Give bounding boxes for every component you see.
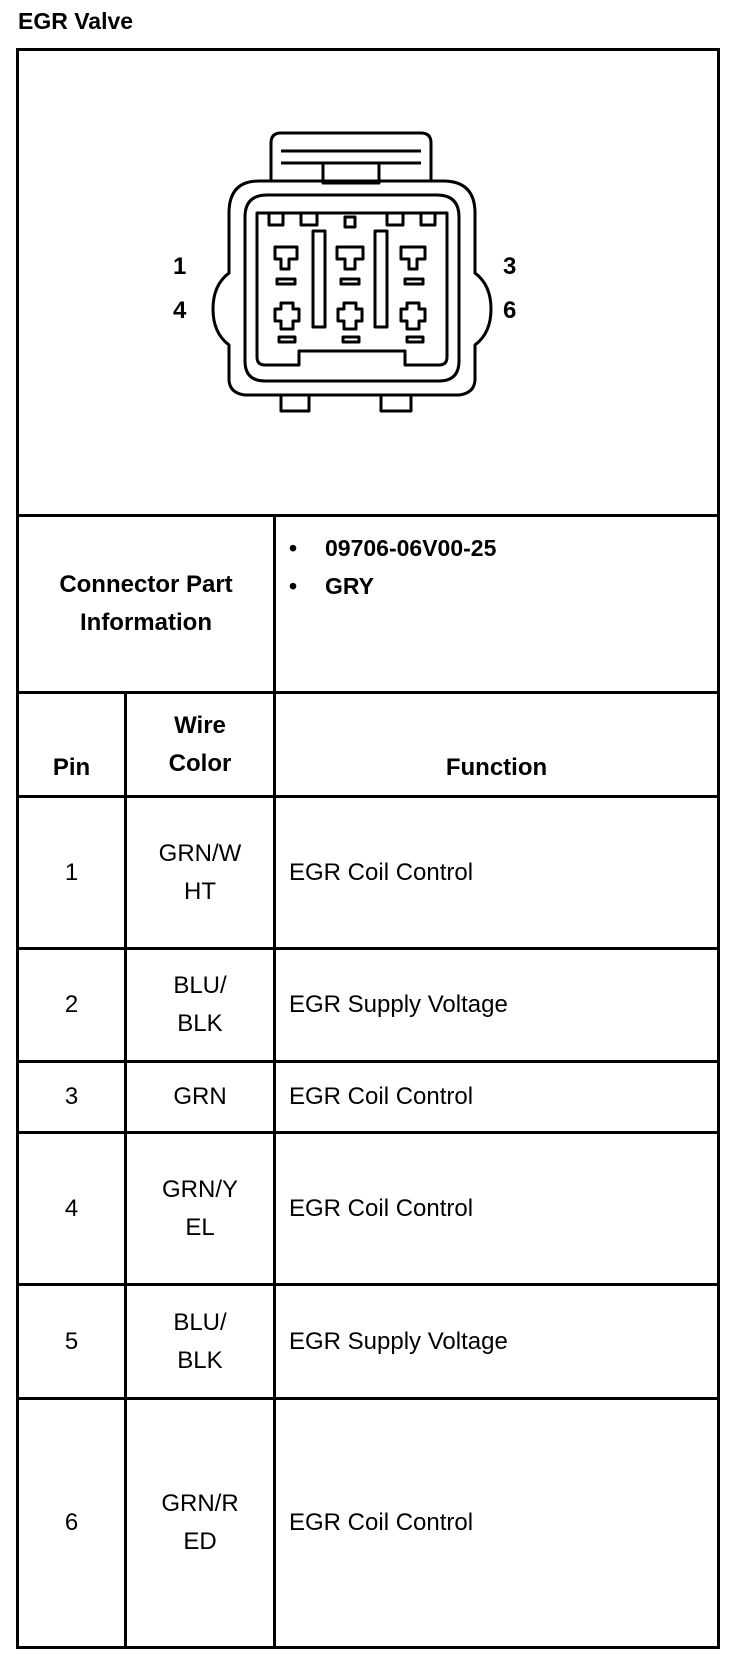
connector-table: 1 4 3 6 Connector Part Information • 097…	[16, 48, 720, 1649]
wire-color-cell: GRN	[173, 1083, 227, 1110]
function-cell: EGR Supply Voltage	[289, 1327, 508, 1355]
connector-color: GRY	[325, 573, 374, 599]
divider	[19, 795, 717, 798]
column-header-wire-color: Wire Color	[168, 711, 232, 777]
divider	[19, 691, 717, 694]
function-cell: EGR Supply Voltage	[289, 991, 508, 1018]
divider	[19, 1283, 717, 1286]
wire-color-cell: GRN/Y EL	[161, 1175, 238, 1241]
divider	[124, 691, 127, 1646]
pin-label-4: 4	[173, 297, 187, 324]
pin-cell: 6	[64, 1509, 79, 1536]
column-header-pin: Pin	[52, 754, 91, 781]
wire-color-cell: GRN/R ED	[161, 1490, 239, 1555]
pin-label-6: 6	[503, 297, 517, 324]
pin-cell: 1	[64, 858, 79, 886]
pin-cell: 2	[64, 991, 79, 1018]
part-number: 09706-06V00-25	[325, 535, 497, 561]
pin-cell: 4	[64, 1194, 79, 1222]
list-item: • GRY	[289, 567, 496, 605]
pin-cell: 5	[64, 1327, 79, 1355]
connector-part-info-list: • 09706-06V00-25 • GRY	[289, 529, 496, 605]
bullet-icon: •	[289, 535, 298, 561]
function-cell: EGR Coil Control	[289, 1509, 474, 1536]
connector-part-info-label: Connector Part Information	[59, 571, 233, 636]
bullet-icon: •	[289, 573, 298, 599]
divider	[19, 1131, 717, 1134]
pin-cell: 3	[64, 1083, 79, 1110]
divider	[19, 1397, 717, 1400]
function-cell: EGR Coil Control	[289, 1083, 474, 1110]
divider	[19, 1060, 717, 1063]
function-cell: EGR Coil Control	[289, 858, 474, 886]
divider	[273, 514, 276, 1646]
connector-face-drawing	[211, 131, 493, 413]
wire-color-cell: BLU/ BLK	[173, 1308, 227, 1374]
connector-diagram: 1 4 3 6	[19, 51, 717, 551]
column-header-function: Function	[445, 754, 548, 781]
pin-label-3: 3	[503, 253, 517, 280]
page-title: EGR Valve	[18, 8, 134, 34]
wire-color-cell: BLU/ BLK	[173, 972, 227, 1037]
divider	[19, 514, 717, 517]
wire-color-cell: GRN/W HT	[158, 839, 242, 905]
function-cell: EGR Coil Control	[289, 1194, 474, 1222]
pin-label-1: 1	[173, 253, 187, 280]
list-item: • 09706-06V00-25	[289, 529, 496, 567]
divider	[19, 947, 717, 950]
